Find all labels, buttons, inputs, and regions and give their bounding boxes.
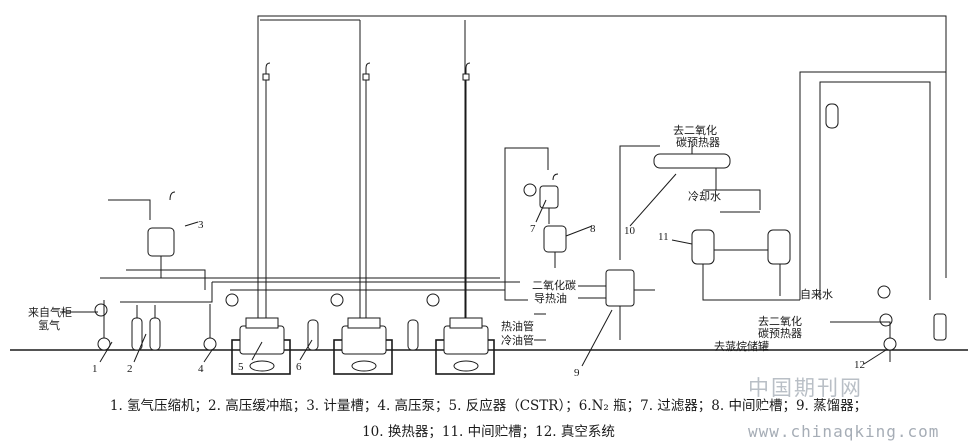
caption-line-2: 10. 换热器；11. 中间贮槽；12. 真空系统 bbox=[362, 424, 615, 440]
equipment-number-6: 6 bbox=[296, 361, 302, 373]
hydrogen-compressor bbox=[60, 300, 111, 351]
label-gas-source-1: 来自气柜 bbox=[28, 305, 72, 319]
label-to-alkane-tank: 去蒎烷储罐 bbox=[714, 339, 769, 353]
equipment-number-9: 9 bbox=[574, 367, 580, 379]
inlet-arrows bbox=[534, 285, 606, 341]
label-tap-water: 自来水 bbox=[800, 288, 833, 301]
equipment-number-4: 4 bbox=[198, 363, 204, 375]
label-co2-in: 二氧化碳 bbox=[532, 278, 576, 292]
watermark-chinese: 中国期刊网 bbox=[748, 376, 863, 400]
label-cold-oil-pipe: 冷油管 bbox=[501, 333, 534, 347]
right-inner-pipe bbox=[819, 81, 931, 300]
equipment-number-2: 2 bbox=[127, 363, 133, 375]
reactor-5a bbox=[231, 317, 291, 375]
label-co2-out-top-1: 去二氧化 bbox=[673, 123, 717, 137]
equipment-number-1: 1 bbox=[92, 363, 98, 375]
label-co2-out-top-2: 碳预热器 bbox=[676, 135, 720, 149]
reactor-manifold bbox=[100, 277, 528, 303]
watermark-url: www.chinaqking.com bbox=[748, 422, 940, 441]
n2-bottle-2 bbox=[407, 319, 419, 351]
intermediate-tanks bbox=[691, 189, 800, 301]
caption-line-1: 1. 氢气压缩机；2. 高压缓冲瓶；3. 计量槽；4. 高压泵；5. 反应器（C… bbox=[109, 398, 868, 414]
equipment-number-11: 11 bbox=[658, 231, 669, 243]
right-loop-pipe bbox=[799, 71, 946, 300]
equipment-number-3: 3 bbox=[198, 219, 204, 231]
equipment-number-10: 10 bbox=[624, 225, 636, 237]
label-co2-out-bottom-2: 碳预热器 bbox=[758, 326, 802, 340]
label-co2-out-bottom-1: 去二氧化 bbox=[758, 314, 802, 328]
top-header-pipe bbox=[257, 15, 947, 350]
metering-tank bbox=[108, 191, 206, 290]
distiller bbox=[605, 145, 660, 340]
second-header-pipe bbox=[260, 19, 466, 330]
equipment-number-5: 5 bbox=[238, 361, 244, 373]
buffer-bottles bbox=[130, 301, 170, 351]
label-heat-oil-in: 导热油 bbox=[534, 291, 567, 305]
heat-exchanger bbox=[653, 144, 731, 190]
reactor-5b bbox=[333, 317, 393, 375]
equipment-number-8: 8 bbox=[590, 223, 596, 235]
filter-and-tank bbox=[504, 147, 567, 280]
label-gas-source-2: 氢气 bbox=[38, 318, 60, 332]
condenser-column bbox=[825, 103, 947, 341]
label-hot-oil-pipe: 热油管 bbox=[501, 319, 534, 333]
high-pressure-pump bbox=[203, 304, 217, 351]
reactor-shafts bbox=[262, 62, 471, 325]
equipment-number-12: 12 bbox=[854, 359, 865, 371]
equipment-number-7: 7 bbox=[530, 223, 536, 235]
vacuum-system bbox=[830, 321, 897, 362]
n2-bottle bbox=[307, 319, 319, 351]
label-cooling-water: 冷却水 bbox=[688, 190, 721, 203]
reactor-5c bbox=[435, 317, 495, 375]
leader-lines bbox=[99, 173, 887, 367]
